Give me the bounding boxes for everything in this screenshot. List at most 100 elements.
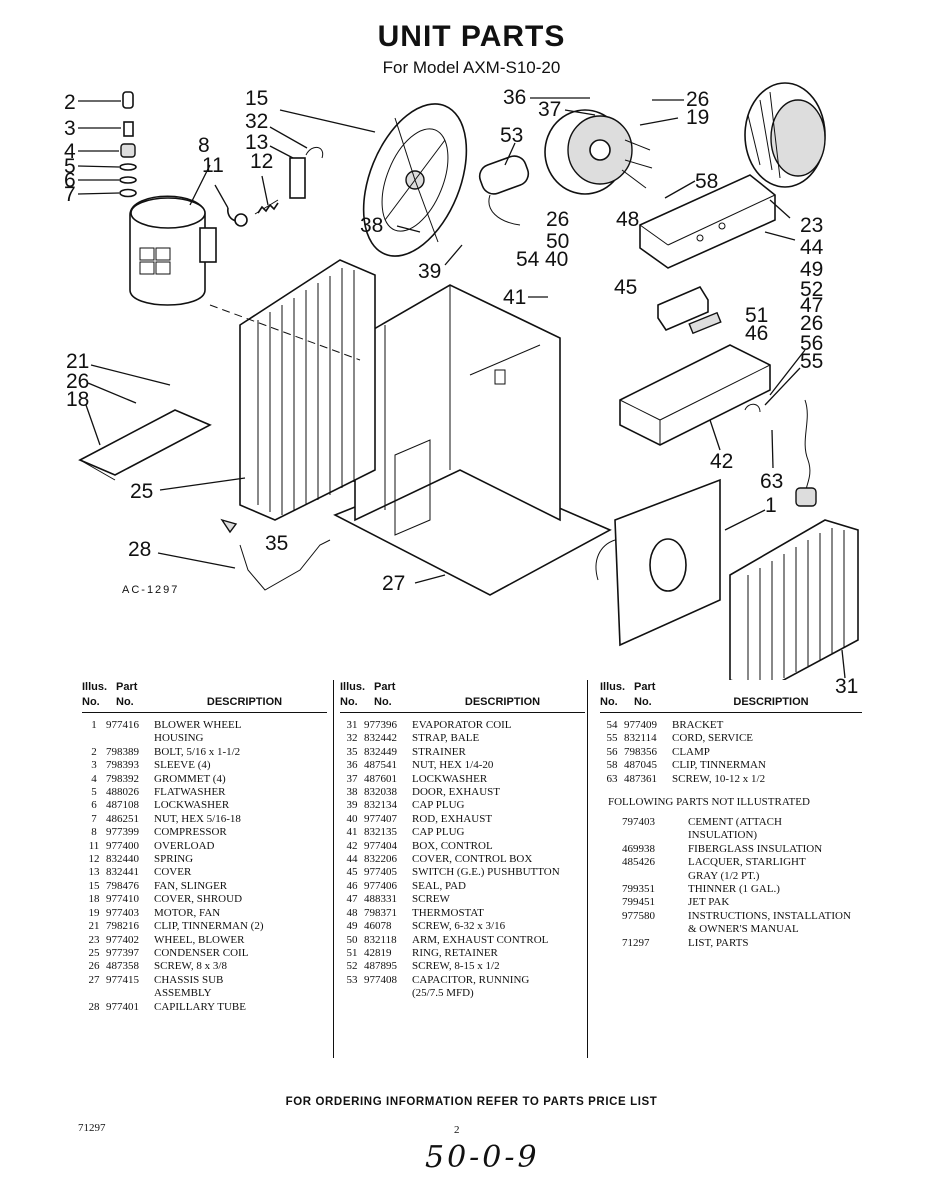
part-description: CLIP, TINNERMAN (2) <box>154 920 264 933</box>
illus-number: 35 <box>346 745 358 758</box>
hdr-no: No. <box>82 696 100 708</box>
part-description: LIST, PARTS <box>688 936 749 949</box>
part-number: 832440 <box>106 853 139 866</box>
part-description: CEMENT (ATTACH <box>688 816 782 829</box>
part-number: 977580 <box>622 909 655 922</box>
part-number: 977403 <box>106 906 139 919</box>
part-number: 832135 <box>364 826 397 839</box>
part-description: (25/7.5 MFD) <box>412 987 474 1000</box>
ordering-footer: FOR ORDERING INFORMATION REFER TO PARTS … <box>285 1096 658 1108</box>
part-description: SEAL, PAD <box>412 879 466 892</box>
illus-number: 54 <box>606 719 618 731</box>
illus-number: 23 <box>88 933 100 946</box>
table-row: INSULATION) <box>600 829 862 842</box>
illus-number: 50 <box>346 933 358 946</box>
callout-58: 58 <box>695 170 718 193</box>
illus-number: 63 <box>606 772 618 785</box>
illus-number: 2 <box>91 745 97 758</box>
part-description: RING, RETAINER <box>412 946 498 959</box>
illus-number <box>82 732 106 745</box>
callout-1: 1 <box>765 494 777 517</box>
callout-5: 5 <box>64 155 76 178</box>
hdr-part: Part <box>116 681 138 693</box>
part-description: COMPRESSOR <box>154 826 227 839</box>
hdr-part: Part <box>374 681 396 693</box>
callout-2: 2 <box>64 91 76 114</box>
illus-number: 51 <box>346 946 358 959</box>
part-description: ARM, EXHAUST CONTROL <box>412 933 549 946</box>
callout-13: 13 <box>245 131 268 154</box>
callout-51: 51 <box>745 304 768 327</box>
part-description: COVER, CONTROL BOX <box>412 853 533 866</box>
hdr-no: No. <box>340 696 358 708</box>
part-number: 832206 <box>364 853 397 866</box>
part-description: CHASSIS SUB <box>154 973 224 986</box>
callout-18: 18 <box>66 388 89 411</box>
part-description: STRAP, BALE <box>412 732 480 745</box>
exploded-parts-diagram: 2 3 4 5 6 7 8 11 12 15 32 13 36 37 53 26… <box>64 82 859 680</box>
part-number: 487895 <box>364 960 397 973</box>
part-number <box>106 732 154 745</box>
control-box-drawing <box>619 344 771 446</box>
callout-19: 19 <box>686 106 709 129</box>
illus-number: 32 <box>346 732 358 745</box>
callout-40: 40 <box>545 248 568 271</box>
part-number: 977409 <box>624 719 657 731</box>
callout-47: 47 <box>800 294 823 317</box>
service-cord-drawing <box>744 399 817 507</box>
part-description: FIBERGLASS INSULATION <box>688 842 823 855</box>
illus-number: 12 <box>88 853 100 866</box>
part-number: 798356 <box>624 745 657 758</box>
table-row: ASSEMBLY <box>82 987 327 1000</box>
column-divider <box>587 680 588 1058</box>
part-description: COVER <box>154 866 192 879</box>
part-description: SLEEVE (4) <box>154 759 211 772</box>
part-number: 488331 <box>364 893 397 906</box>
pushbutton-switch-drawing <box>657 285 722 335</box>
handwritten-note: 50-0-9 <box>425 1140 540 1175</box>
part-description: BRACKET <box>672 719 724 731</box>
part-description: SCREW, 6-32 x 3/16 <box>412 920 506 933</box>
part-number: 799351 <box>622 883 655 896</box>
part-number: 977408 <box>364 973 397 986</box>
part-description: CAPACITOR, RUNNING <box>412 973 530 986</box>
callout-3: 3 <box>64 117 76 140</box>
illus-number: 4 <box>91 772 97 785</box>
callout-15: 15 <box>245 87 268 110</box>
callout-38: 38 <box>360 214 383 237</box>
part-description: & OWNER'S MANUAL <box>688 923 799 936</box>
part-description: GROMMET (4) <box>154 772 226 785</box>
part-description: NUT, HEX 5/16-18 <box>154 812 241 825</box>
part-description: BLOWER WHEEL <box>154 719 242 731</box>
part-number: 469938 <box>622 842 655 855</box>
callout-52: 52 <box>800 278 823 301</box>
part-number <box>600 870 688 883</box>
callout-26d: 26 <box>66 370 89 393</box>
hdr-illus: Illus. <box>600 681 626 693</box>
part-description: FLATWASHER <box>154 786 226 799</box>
callout-39: 39 <box>418 260 441 283</box>
condenser-coil-drawing <box>239 259 376 521</box>
part-number: 798371 <box>364 906 397 919</box>
part-number: 977402 <box>106 933 139 946</box>
part-number: 487361 <box>624 772 657 785</box>
illus-number: 40 <box>346 812 358 825</box>
part-number <box>364 987 412 1000</box>
